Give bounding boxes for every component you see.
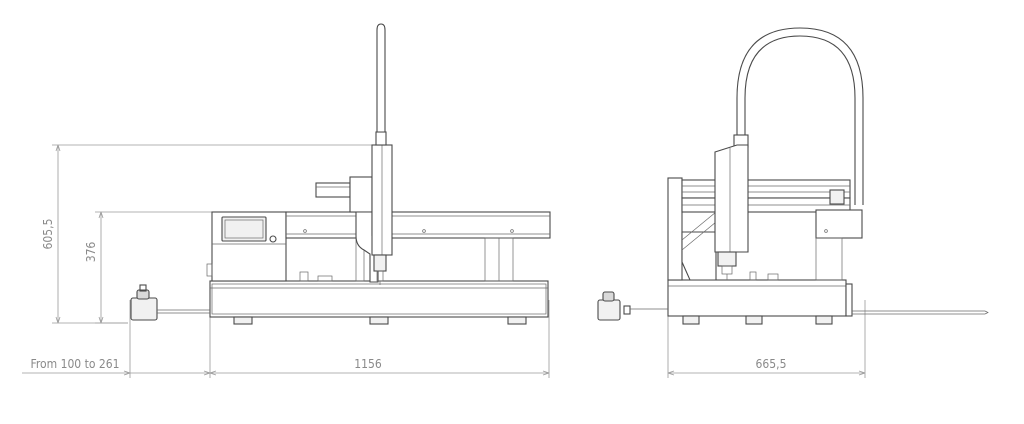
side-view <box>130 23 551 325</box>
dim-offset-range: From 100 to 261 <box>31 357 120 371</box>
dim-total-height: 605,5 <box>41 219 55 250</box>
dim-work-height: 376 <box>84 242 98 263</box>
front-view <box>597 27 989 325</box>
dimension-lines <box>22 144 866 378</box>
dim-length: 1156 <box>354 357 382 371</box>
dim-depth: 665,5 <box>756 357 787 371</box>
